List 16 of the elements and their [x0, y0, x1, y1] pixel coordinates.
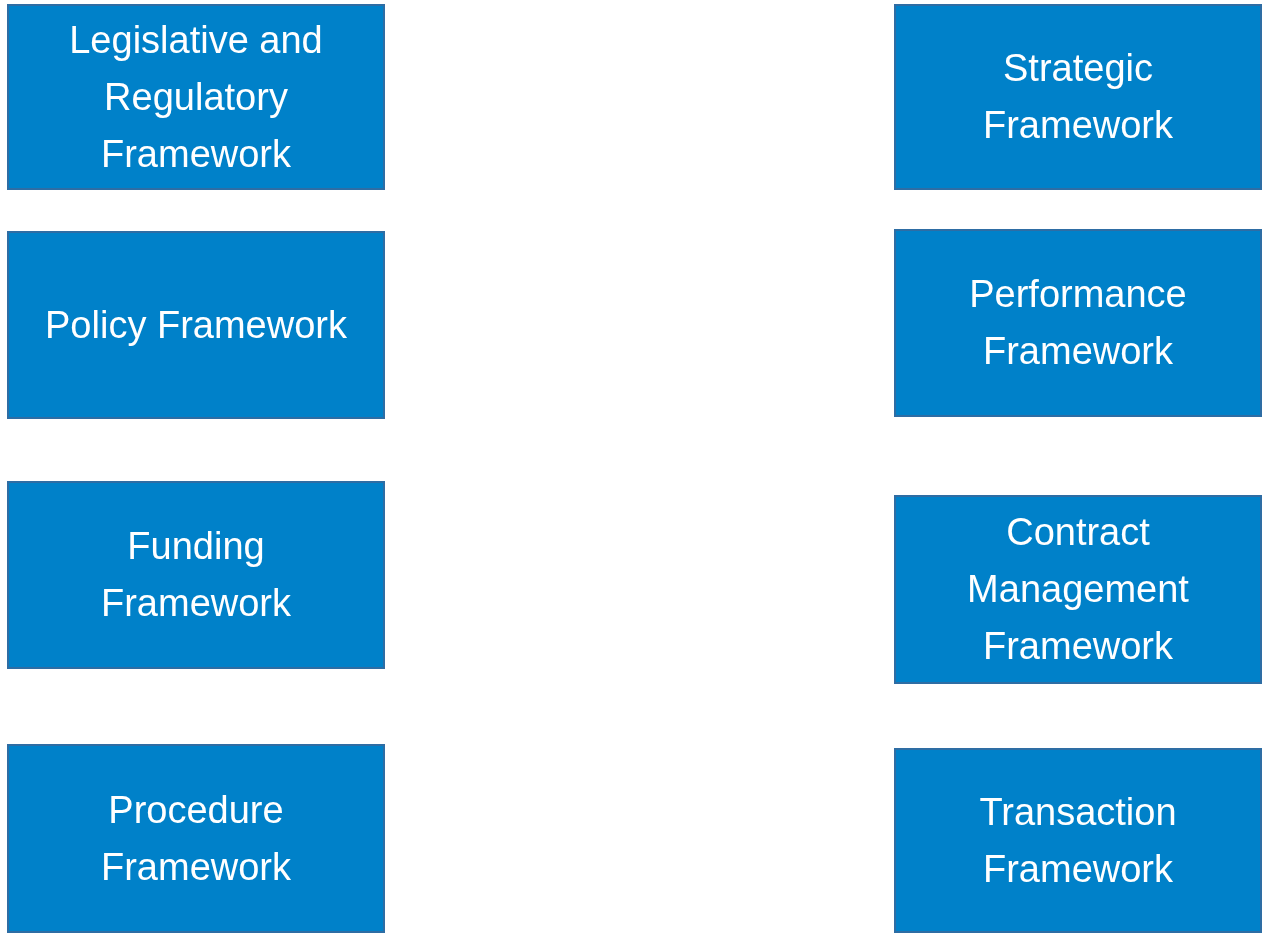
box-label: Legislative and Regulatory Framework [68, 17, 324, 177]
box-label: Transaction Framework [978, 789, 1178, 892]
framework-box [7, 231, 385, 419]
box-label: Procedure Framework [100, 787, 292, 890]
box-label: Strategic Framework [982, 46, 1174, 148]
framework-box [7, 481, 385, 669]
framework-box [894, 229, 1262, 417]
framework-box [894, 748, 1262, 933]
box-label: Performance Framework [968, 272, 1188, 374]
framework-box [894, 4, 1262, 190]
framework-box [894, 495, 1262, 684]
framework-box [7, 744, 385, 933]
box-label: Policy Framework [44, 302, 348, 348]
box-label: Contract Management Framework [966, 510, 1190, 669]
framework-box [7, 4, 385, 190]
box-label: Funding Framework [100, 524, 292, 626]
